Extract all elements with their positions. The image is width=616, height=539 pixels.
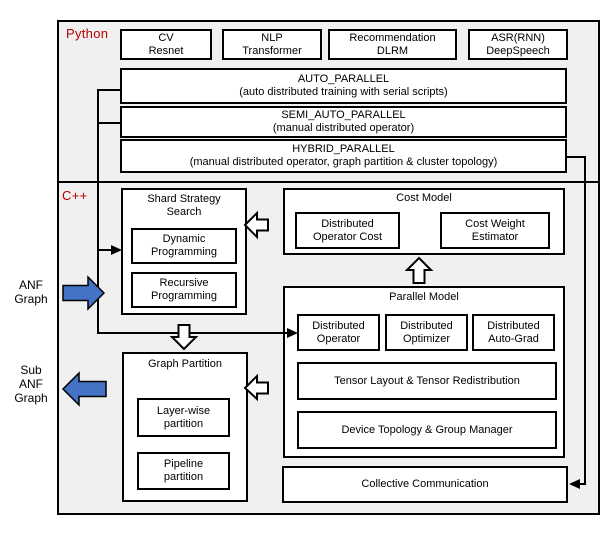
mode-bar-hybrid-parallel: HYBRID_PARALLEL (manual distributed oper…: [120, 139, 567, 173]
dynamic-programming-box: Dynamic Programming: [131, 228, 237, 264]
io-label-line: Graph: [14, 292, 48, 306]
box-line: Distributed: [312, 319, 365, 332]
box-line: partition: [163, 417, 204, 430]
pipeline-partition-box: Pipeline partition: [137, 452, 230, 490]
mode-desc: (manual distributed operator): [272, 122, 415, 134]
box-line: Operator Cost: [312, 230, 383, 243]
distributed-auto-grad-box: Distributed Auto-Grad: [472, 314, 555, 351]
box-line: Dynamic: [162, 233, 206, 245]
mode-bar-auto-parallel: AUTO_PARALLEL (auto distributed training…: [120, 68, 567, 104]
box-line: Estimator: [471, 230, 519, 243]
box-line: partition: [163, 471, 204, 483]
panel-title-line: Search: [166, 206, 202, 218]
distributed-optimizer-box: Distributed Optimizer: [385, 314, 468, 351]
io-label-line: ANF: [19, 278, 43, 292]
app-box-line: ASR(RNN): [491, 31, 545, 44]
python-cpp-divider: [57, 181, 600, 183]
app-box-nlp-transformer: NLP Transformer: [222, 29, 322, 60]
distributed-operator-cost-box: Distributed Operator Cost: [295, 212, 400, 249]
app-box-cv-resnet: CV Resnet: [120, 29, 212, 60]
app-box-asr-deepspeech: ASR(RNN) DeepSpeech: [468, 29, 568, 60]
anf-graph-input-label: ANF Graph: [4, 278, 58, 306]
box-line: Optimizer: [402, 332, 451, 345]
box-line: Programming: [150, 290, 218, 302]
distributed-operator-box: Distributed Operator: [297, 314, 380, 351]
box-line: Distributed: [400, 319, 453, 332]
mode-desc: (manual distributed operator, graph part…: [189, 156, 498, 168]
app-box-line: Resnet: [148, 44, 184, 57]
app-box-line: Transformer: [242, 44, 302, 57]
tensor-layout-redistribution-box: Tensor Layout & Tensor Redistribution: [297, 362, 557, 400]
graph-partition-title: Graph Partition: [148, 358, 222, 370]
mode-bar-semi-auto-parallel: SEMI_AUTO_PARALLEL (manual distributed o…: [120, 106, 567, 138]
box-line: Programming: [150, 246, 218, 258]
box-line: Operator: [316, 332, 361, 345]
app-box-recommendation-dlrm: Recommendation DLRM: [328, 29, 457, 60]
app-box-line: NLP: [261, 31, 283, 44]
parallel-model-title: Parallel Model: [389, 291, 459, 303]
sub-anf-graph-output-label: Sub ANF Graph: [4, 363, 58, 405]
device-topology-group-manager-box: Device Topology & Group Manager: [297, 411, 557, 449]
app-box-line: DLRM: [376, 44, 409, 57]
app-box-line: DeepSpeech: [486, 44, 550, 57]
python-section-label: Python: [66, 26, 109, 41]
box-line: Pipeline: [163, 458, 204, 470]
box-line: Recursive: [159, 277, 209, 289]
cpp-section-label: C++: [62, 188, 88, 203]
mode-desc: (auto distributed training with serial s…: [239, 86, 448, 98]
box-line: Layer-wise: [156, 404, 211, 417]
io-label-line: Graph: [14, 391, 48, 405]
mode-name: HYBRID_PARALLEL: [292, 143, 395, 155]
box-line: Cost Weight: [465, 217, 525, 230]
cost-weight-estimator-box: Cost Weight Estimator: [440, 212, 550, 249]
app-box-line: Recommendation: [349, 31, 436, 44]
io-label-line: ANF: [19, 377, 43, 391]
box-line: Distributed: [487, 319, 540, 332]
app-box-line: CV: [158, 31, 174, 44]
io-label-line: Sub: [20, 363, 42, 377]
box-line: Auto-Grad: [488, 332, 539, 345]
panel-title-line: Shard Strategy: [147, 193, 221, 205]
recursive-programming-box: Recursive Programming: [131, 272, 237, 308]
mode-name: SEMI_AUTO_PARALLEL: [281, 109, 406, 121]
layer-wise-partition-box: Layer-wise partition: [137, 398, 230, 437]
shard-strategy-search-title: Shard Strategy Search: [121, 193, 247, 219]
mode-name: AUTO_PARALLEL: [297, 73, 390, 85]
collective-communication-box: Collective Communication: [282, 466, 568, 503]
cost-model-title: Cost Model: [396, 192, 452, 204]
box-line: Distributed: [321, 217, 374, 230]
